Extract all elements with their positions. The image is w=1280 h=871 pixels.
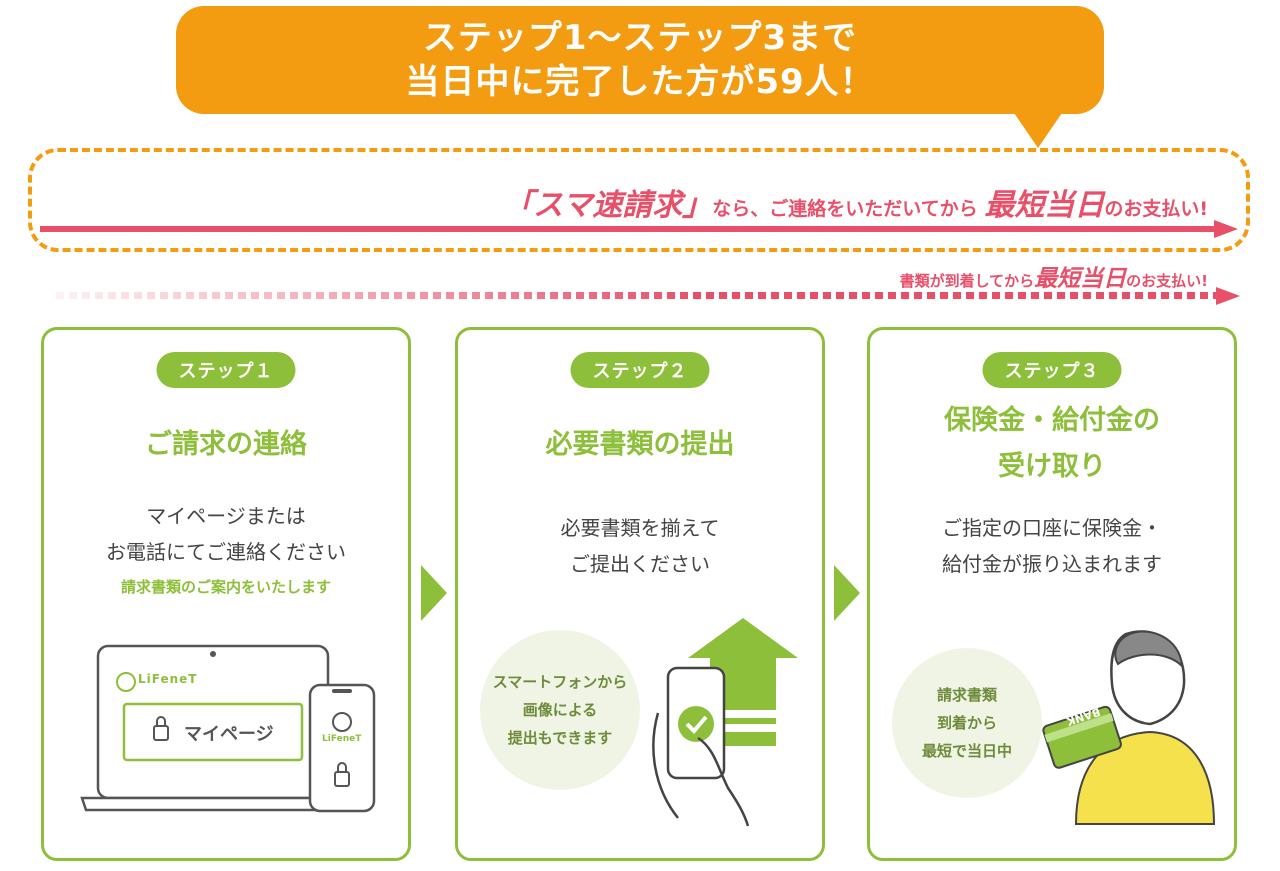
step2-desc-line2: ご提出ください xyxy=(570,552,710,576)
step3-circle-line2: 到着から xyxy=(936,714,997,732)
step2-badge: ステップ２ xyxy=(570,352,710,388)
standard-dotted-line xyxy=(56,292,1220,299)
person-with-bank-card-illustration xyxy=(1042,630,1216,825)
step1-desc: マイページまたは お電話にてご連絡ください xyxy=(44,498,408,570)
step3-circle-line1: 請求書類 xyxy=(936,686,997,704)
standard-end-text: のお支払い! xyxy=(1126,272,1208,290)
laptop-illustration xyxy=(80,644,376,813)
standard-start-text: 書類が到着してから xyxy=(899,272,1035,290)
step1-to-step2-chevron-icon xyxy=(421,565,447,621)
sumasoku-end-text: のお支払い! xyxy=(1104,198,1208,220)
headline-line2: 当日中に完了した方が59人！ xyxy=(405,62,875,102)
step1-title: ご請求の連絡 xyxy=(145,429,307,460)
step3-title-line2: 受け取り xyxy=(998,451,1106,482)
step3-circle-line3: 最短で当日中 xyxy=(921,742,1012,760)
step3-desc-line1: ご指定の口座に保険金・ xyxy=(942,516,1162,540)
step1-desc-line2: お電話にてご連絡ください xyxy=(106,540,346,564)
sumasoku-caption: 「スマ速請求」なら、ご連絡をいただいてから 最短当日のお支払い! xyxy=(503,180,1208,224)
headline-line1: ステップ1〜ステップ3まで xyxy=(422,18,858,58)
sumasoku-mid-text: なら、ご連絡をいただいてから xyxy=(712,198,978,220)
step2-to-step3-chevron-icon xyxy=(834,565,860,621)
standard-emphasis: 最短当日 xyxy=(1034,266,1127,292)
standard-caption: 書類が到着してから最短当日のお支払い! xyxy=(900,259,1208,293)
upload-phone-illustration xyxy=(652,618,798,827)
step2-desc-line1: 必要書類を揃えて xyxy=(560,516,720,540)
step2-smartphone-note: スマートフォンから 画像による 提出もできます xyxy=(480,630,640,790)
sumasoku-emphasis: 最短当日 xyxy=(984,188,1105,223)
headline-bubble: ステップ1〜ステップ3まで 当日中に完了した方が59人！ xyxy=(176,6,1104,114)
step1-badge: ステップ１ xyxy=(156,352,296,388)
step3-badge: ステップ３ xyxy=(982,352,1122,388)
bubble-tail xyxy=(1012,110,1064,148)
sumasoku-dashed-box xyxy=(28,148,1250,252)
step3-desc-line2: 給付金が振り込まれます xyxy=(942,552,1162,576)
step2-circle-line3: 提出もできます xyxy=(507,729,613,747)
step3-title: 保険金・給付金の 受け取り xyxy=(870,398,1234,490)
standard-arrow-head xyxy=(1216,287,1240,305)
mypage-button[interactable]: マイページ xyxy=(184,724,274,745)
lifenet-logo: LiFeneT xyxy=(138,672,198,686)
step2-desc: 必要書類を揃えて ご提出ください xyxy=(458,510,822,582)
step2-circle-line2: 画像による xyxy=(522,701,598,719)
step3-desc: ご指定の口座に保険金・ 給付金が振り込まれます xyxy=(870,510,1234,582)
sumasoku-arrow-line xyxy=(40,226,1216,232)
step3-card: ステップ３ 保険金・給付金の 受け取り ご指定の口座に保険金・ 給付金が振り込ま… xyxy=(867,327,1237,861)
phone-lifenet-logo: LiFeneT xyxy=(322,734,362,744)
step2-circle-line1: スマートフォンから xyxy=(492,673,628,691)
step3-same-day-note: 請求書類 到着から 最短で当日中 xyxy=(892,648,1042,798)
step2-title: 必要書類の提出 xyxy=(545,429,735,460)
step1-card: ステップ１ ご請求の連絡 マイページまたは お電話にてご連絡ください 請求書類の… xyxy=(41,327,411,861)
step1-note: 請求書類のご案内をいたします xyxy=(120,578,331,596)
sumasoku-arrow-head xyxy=(1214,220,1238,238)
step3-title-line1: 保険金・給付金の xyxy=(944,405,1160,436)
step2-card: ステップ２ 必要書類の提出 必要書類を揃えて ご提出ください スマートフォンから… xyxy=(455,327,825,861)
sumasoku-label: 「スマ速請求」 xyxy=(503,188,713,223)
step1-desc-line1: マイページまたは xyxy=(146,504,306,528)
